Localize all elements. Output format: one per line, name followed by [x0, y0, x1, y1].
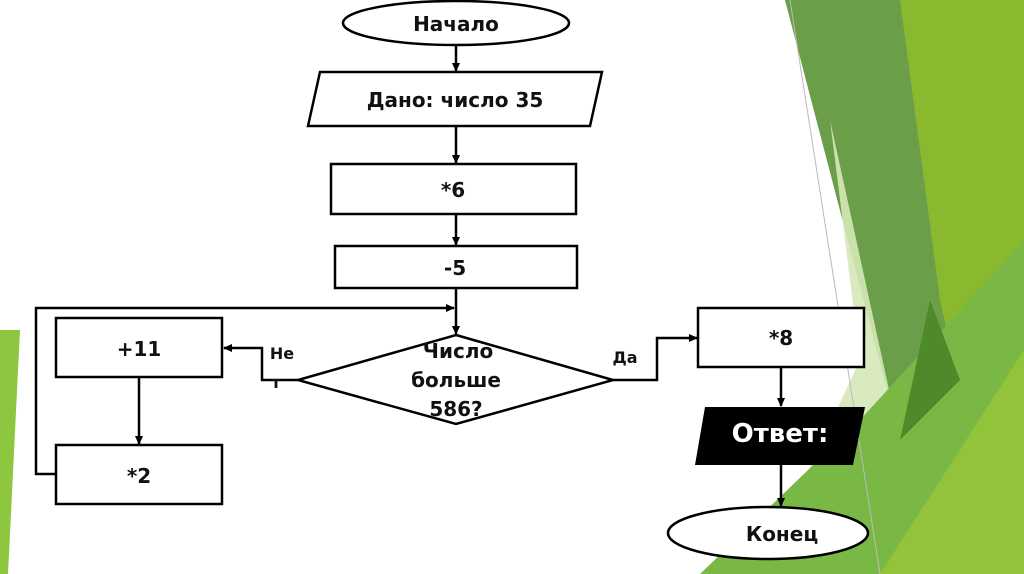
condition-line-2: больше [411, 368, 501, 392]
no-label-1: Не [270, 344, 294, 363]
input-label: Дано: число 35 [367, 88, 544, 112]
no-label-2: т [271, 373, 281, 392]
process-multiply-2: *2 [54, 443, 224, 506]
connectors [34, 45, 785, 507]
condition-line-3: 586? [429, 397, 482, 421]
process-multiply-6: *6 [329, 162, 578, 216]
condition-line-1: Число [423, 339, 493, 363]
output-block: Ответ: [695, 407, 865, 465]
step2-label: -5 [444, 256, 466, 280]
decision-diamond: Число больше 586? [293, 333, 618, 426]
yes-label: Да [612, 348, 637, 367]
no-step2-label: *2 [127, 464, 151, 488]
process-minus-5: -5 [333, 244, 579, 290]
yes-step-label: *8 [769, 326, 793, 350]
no-step1-label: +11 [117, 337, 162, 361]
start-label: Начало [413, 12, 499, 36]
end-terminator: Конец [666, 505, 870, 561]
process-multiply-8: *8 [696, 306, 866, 369]
input-block: Дано: число 35 [306, 70, 604, 128]
end-label: Конец [746, 522, 818, 546]
process-plus-11: +11 [54, 316, 224, 379]
start-terminator: Начало [341, 0, 571, 47]
step1-label: *6 [441, 178, 465, 202]
output-label: Ответ: [732, 419, 829, 449]
